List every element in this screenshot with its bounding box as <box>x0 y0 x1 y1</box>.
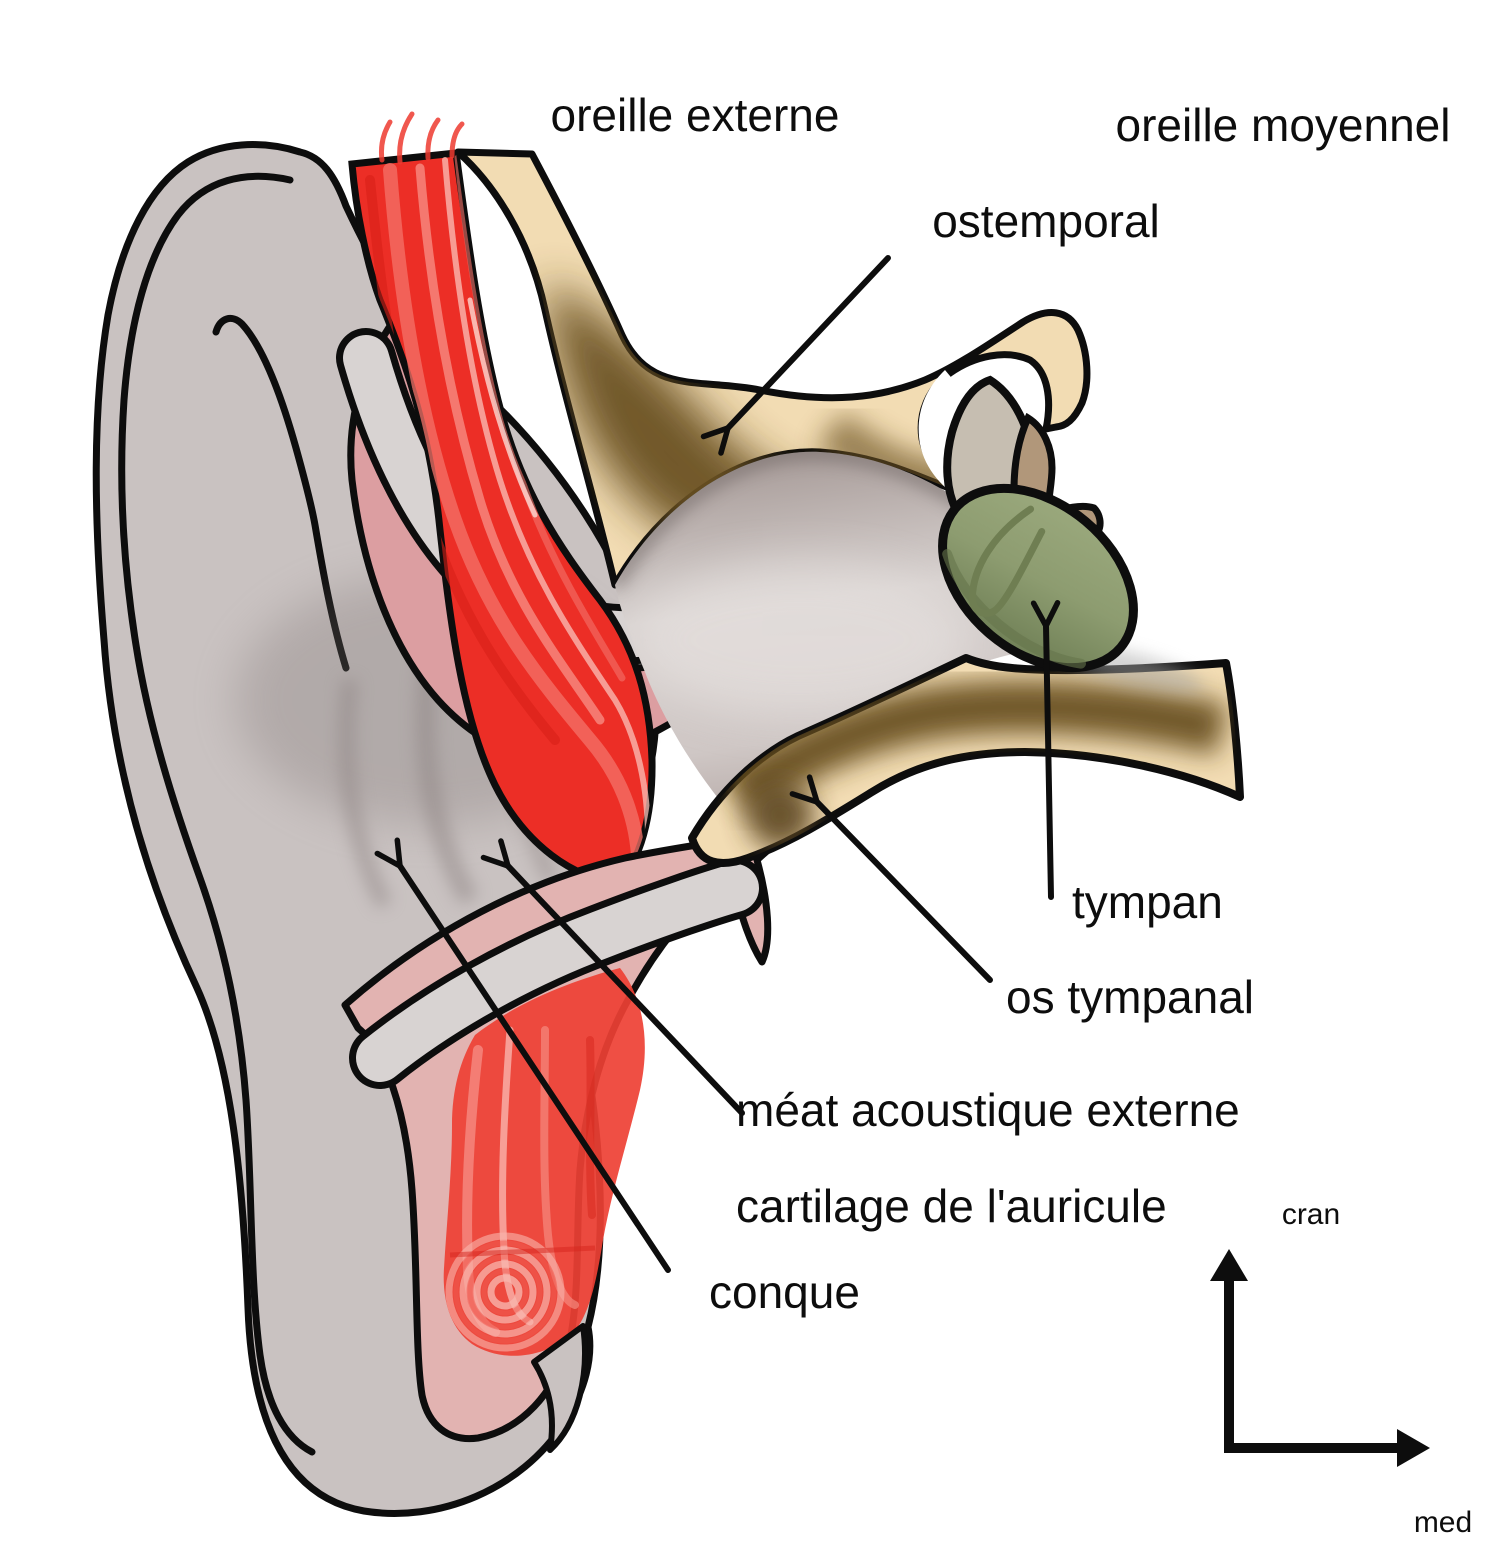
axis-up-arrowhead-icon <box>1210 1249 1248 1281</box>
label-cartilage-auricule: cartilage de l'auricule <box>736 1180 1167 1232</box>
lobe-fold-wedge <box>531 1323 588 1453</box>
axis-right-arrowhead-icon <box>1397 1429 1430 1467</box>
label-cran: cran <box>1282 1198 1340 1231</box>
label-oreille-moyennel: oreille moyennel <box>1116 99 1451 151</box>
meat-acoustique-externe-arrow <box>480 838 745 1116</box>
label-meat-acoustique-externe: méat acoustique externe <box>736 1084 1240 1136</box>
muscle-swirl <box>445 1232 565 1352</box>
ear-canal-shape <box>615 451 1035 833</box>
label-oreille-externe: oreille externe <box>551 89 840 141</box>
leader-lines <box>374 255 1061 1273</box>
upper-auricular-muscle <box>348 111 656 886</box>
ostemporal-arrow <box>700 255 891 456</box>
label-tympan: tympan <box>1072 876 1223 928</box>
muscle-top-wisps <box>379 111 465 165</box>
antihelix-fold-line <box>212 314 350 672</box>
helix-inner-fold-line <box>118 172 316 1456</box>
label-os-tympanal: os tympanal <box>1006 971 1254 1023</box>
conque-arrow <box>374 837 671 1273</box>
tympan-shape <box>938 483 1138 673</box>
label-med: med <box>1414 1506 1472 1539</box>
lower-cartilage-strip <box>349 857 766 1089</box>
os-tympanal-arrow <box>789 774 993 983</box>
lower-auricular-muscle <box>443 968 645 1356</box>
label-ostemporal: ostemporal <box>932 195 1160 247</box>
label-conque: conque <box>709 1266 860 1318</box>
tympan-arrow <box>1030 600 1061 900</box>
orientation-axis: cran med <box>1210 1198 1472 1539</box>
